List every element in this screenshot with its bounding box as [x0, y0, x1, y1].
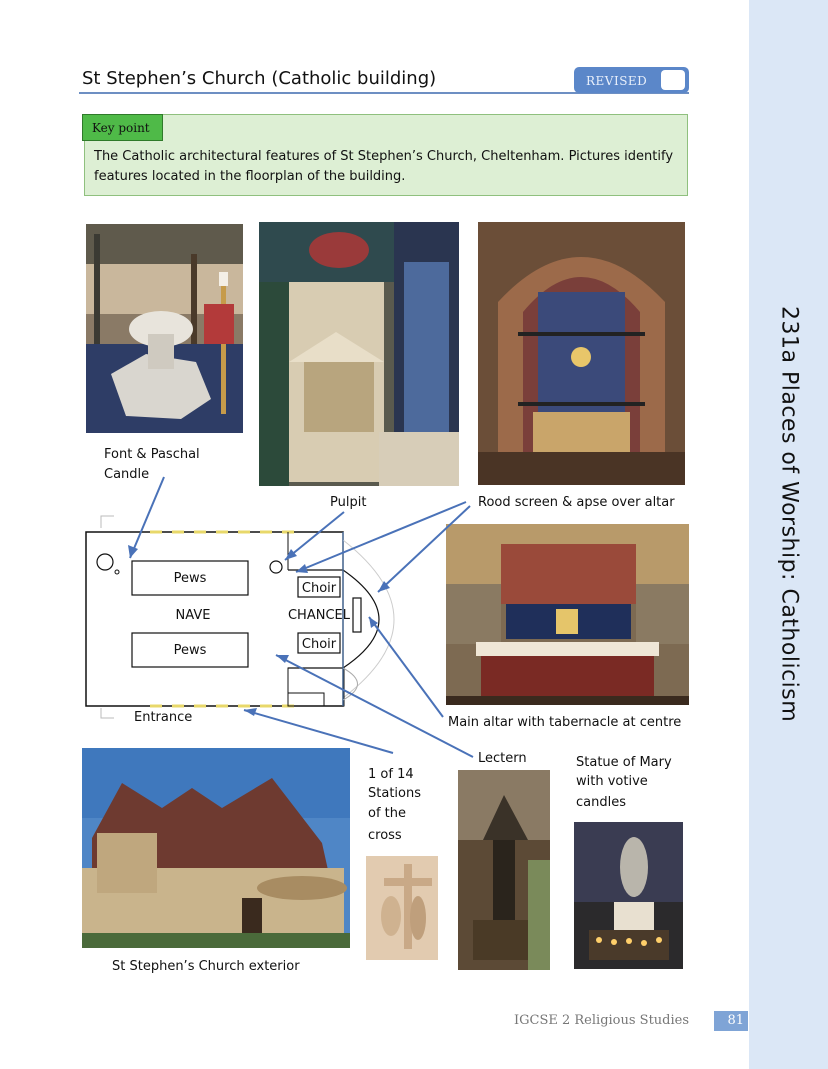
- arrow-main-altar: [368, 616, 444, 718]
- caption-stations-line1: 1 of 14: [368, 767, 414, 782]
- pews-top-label: Pews: [174, 571, 207, 586]
- footer-text: IGCSE 2 Religious Studies: [514, 1013, 690, 1028]
- sidebar-band: 231a Places of Worship: Catholicism: [749, 0, 828, 1069]
- font-candle-photo: [86, 224, 243, 433]
- caption-main-altar: Main altar with tabernacle at centre: [448, 715, 682, 730]
- caption-font-line1: Font & Paschal: [104, 447, 200, 462]
- arrow-rood-screen-a: [295, 501, 467, 573]
- key-point-box: [84, 114, 688, 196]
- arrow-stations: [243, 709, 394, 754]
- arrow-pulpit: [284, 511, 345, 561]
- arrow-lectern: [275, 654, 474, 758]
- entrance-marker-top: [100, 515, 114, 528]
- key-point-tag: Key point: [82, 114, 163, 141]
- caption-lectern: Lectern: [478, 751, 527, 766]
- arrowhead-pulpit: [285, 549, 297, 560]
- floorplan-diagram: Pews Pews NAVE CHANCEL Choir Choir Entra…: [85, 476, 474, 758]
- caption-stations-line2: Stations: [368, 786, 421, 801]
- caption-statue-line3: candles: [576, 795, 626, 810]
- side-chapel: [342, 667, 358, 701]
- stations-photo: [366, 856, 438, 960]
- choir-top-box: [297, 576, 341, 598]
- caption-stations-line4: cross: [368, 828, 402, 843]
- pews-top-box: [131, 560, 249, 596]
- key-point-tag-label: Key point: [92, 121, 150, 135]
- arrow-font: [129, 476, 165, 559]
- caption-rood-screen: Rood screen & apse over altar: [478, 495, 675, 510]
- entrance-marker-bottom: [100, 708, 114, 719]
- font-symbol: [96, 553, 114, 571]
- pulpit-symbol: [269, 560, 283, 574]
- caption-exterior: St Stephen’s Church exterior: [112, 959, 300, 974]
- arrowhead-main-altar: [369, 617, 378, 628]
- lectern-photo: [458, 770, 550, 970]
- sidebar-title-wrap: 231a Places of Worship: Catholicism: [749, 0, 828, 1069]
- arrowhead-lectern: [276, 655, 289, 663]
- caption-stations-line3: of the: [368, 806, 406, 821]
- candle-symbol: [114, 569, 120, 575]
- apse-inner: [288, 569, 380, 669]
- altar-symbol: [352, 597, 362, 633]
- arrowhead-font: [128, 545, 138, 558]
- sidebar-title: 231a Places of Worship: Catholicism: [776, 306, 802, 723]
- arrowhead-stations: [244, 708, 257, 716]
- choir-bottom-label: Choir: [302, 637, 337, 652]
- statue-photo: [574, 822, 683, 969]
- page-number: 81: [714, 1011, 748, 1031]
- choir-top-label: Choir: [302, 581, 337, 596]
- entrance-label: Entrance: [134, 710, 192, 725]
- pulpit-photo: [259, 222, 459, 486]
- rood-screen-photo: [478, 222, 685, 485]
- revised-label: REVISED: [586, 74, 648, 88]
- revised-checkbox[interactable]: [661, 70, 685, 90]
- pews-bottom-box: [131, 632, 249, 668]
- nave-label: NAVE: [176, 608, 211, 623]
- arrowhead-rood-a: [296, 564, 308, 573]
- page-title: St Stephen’s Church (Catholic building): [82, 68, 437, 89]
- title-underline: [79, 92, 689, 94]
- arrowhead-rood-b: [378, 581, 390, 592]
- caption-pulpit: Pulpit: [330, 495, 367, 510]
- caption-statue-line1: Statue of Mary: [576, 755, 672, 770]
- arrow-rood-screen-b: [377, 505, 471, 593]
- choir-bottom-box: [297, 632, 341, 654]
- exterior-photo: [82, 748, 350, 948]
- chancel-label: CHANCEL: [288, 608, 351, 623]
- key-point-text: The Catholic architectural features of S…: [94, 149, 674, 184]
- vestry-door: [287, 692, 325, 707]
- caption-statue-line2: with votive: [576, 774, 648, 789]
- apse-outer: [342, 539, 395, 699]
- caption-font-line2: Candle: [104, 467, 150, 482]
- main-altar-photo: [446, 524, 689, 705]
- pews-bottom-label: Pews: [174, 643, 207, 658]
